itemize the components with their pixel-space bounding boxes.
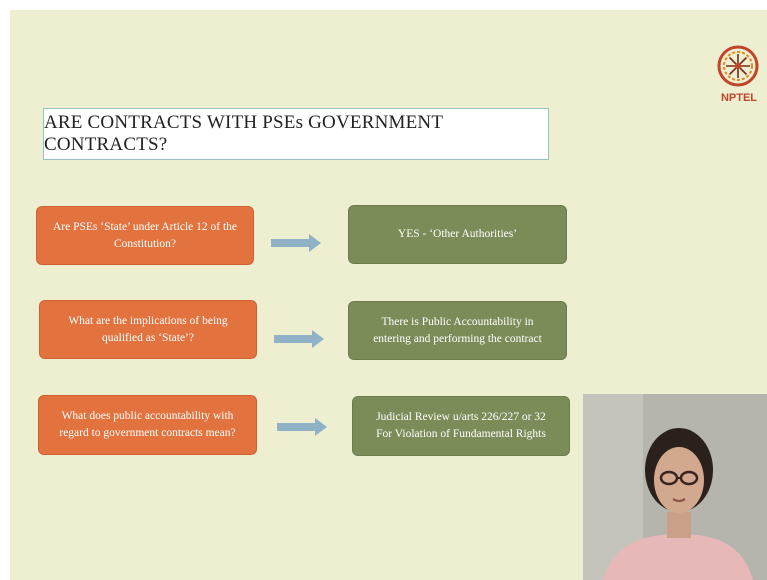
question-box-2: What are the implications of being quali… <box>39 300 257 359</box>
answer-box-1: YES - ‘Other Authorities’ <box>348 205 567 264</box>
slide-title: ARE CONTRACTS WITH PSEs GOVERNMENT CONTR… <box>43 108 549 160</box>
question-box-1: Are PSEs ‘State’ under Article 12 of the… <box>36 206 254 265</box>
question-box-3: What does public accountability with reg… <box>38 395 257 455</box>
answer-box-2: There is Public Accountability in enteri… <box>348 301 567 360</box>
nptel-logo-text: NPTEL <box>720 92 758 104</box>
presenter-video <box>583 394 767 580</box>
right-arrow-icon <box>277 418 327 436</box>
answer-box-3: Judicial Review u/arts 226/227 or 32 For… <box>352 396 570 456</box>
right-arrow-icon <box>271 234 321 252</box>
nptel-logo-icon <box>717 45 759 87</box>
presenter-icon <box>583 394 767 580</box>
right-arrow-icon <box>274 330 324 348</box>
